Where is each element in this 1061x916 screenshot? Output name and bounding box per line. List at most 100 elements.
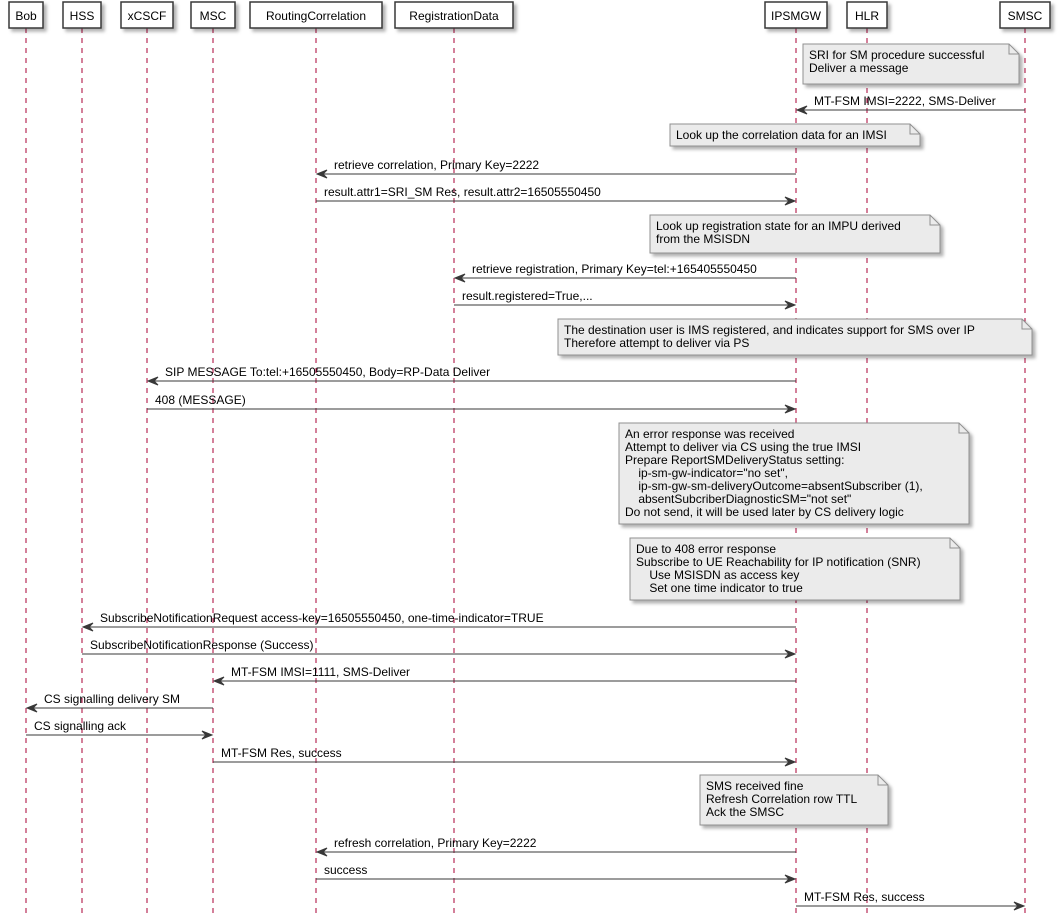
message: result.attr1=SRI_SM Res, result.attr2=16… (316, 185, 797, 206)
participant-label: SMSC (1008, 9, 1043, 23)
note-box (618, 422, 970, 525)
participant-bob: Bob (8, 1, 44, 29)
participant-hlr: HLR (846, 1, 888, 29)
note-line: An error response was received (625, 427, 794, 441)
message: SubscribeNotificationRequest access-key=… (81, 611, 796, 632)
participant-label: Bob (15, 9, 37, 23)
note-fold (1008, 44, 1019, 55)
note-box (669, 123, 921, 147)
participant-smsc: SMSC (999, 1, 1051, 29)
message-label: CS signalling delivery SM (44, 692, 180, 706)
note-line: ip-sm-gw-sm-deliveryOutcome=absentSubscr… (625, 479, 923, 493)
message: CS signalling ack (26, 719, 214, 740)
message-label: SubscribeNotificationResponse (Success) (90, 638, 313, 652)
arrow-head (81, 622, 94, 632)
participant-box (8, 1, 44, 29)
participant-label: RoutingCorrelation (266, 9, 366, 23)
arrow-head (1013, 901, 1026, 911)
message-label: result.registered=True,... (462, 289, 593, 303)
message-label: retrieve registration, Primary Key=tel:+… (472, 262, 757, 276)
note-fold (1021, 319, 1032, 330)
participant-hss: HSS (62, 1, 102, 29)
message: retrieve correlation, Primary Key=2222 (315, 158, 796, 179)
participant-box (394, 1, 514, 29)
note-fold (909, 124, 920, 135)
message: result.registered=True,... (454, 289, 797, 310)
participant-label: IPSMGW (771, 9, 822, 23)
participant-ipsmgw: IPSMGW (764, 1, 828, 29)
message-label: MT-FSM Res, success (804, 890, 925, 904)
note-box (699, 774, 889, 826)
message: refresh correlation, Primary Key=2222 (315, 836, 796, 857)
message-label: SubscribeNotificationRequest access-key=… (100, 611, 544, 625)
message-label: MT-FSM IMSI=2222, SMS-Deliver (814, 94, 996, 108)
message-label: refresh correlation, Primary Key=2222 (334, 836, 537, 850)
note-fold (877, 775, 888, 786)
participant-box (62, 1, 102, 29)
arrow-head (784, 196, 797, 206)
message-label: SIP MESSAGE To:tel:+16505550450, Body=RP… (165, 365, 490, 379)
note-box (802, 43, 1020, 85)
participant-label: xCSCF (128, 9, 167, 23)
participant-xcscf: xCSCF (120, 1, 174, 29)
participant-label: MSC (200, 9, 227, 23)
message: retrieve registration, Primary Key=tel:+… (453, 262, 796, 283)
note-line: Do not send, it will be used later by CS… (625, 505, 904, 519)
message: MT-FSM Res, success (213, 746, 797, 767)
note-box (649, 214, 941, 254)
arrow-head (453, 273, 466, 283)
arrow-head (25, 703, 38, 713)
message: MT-FSM IMSI=1111, SMS-Deliver (212, 665, 796, 686)
message: SubscribeNotificationResponse (Success) (82, 638, 797, 659)
note-fold (949, 538, 960, 549)
note-line: Prepare ReportSMDeliveryStatus setting: (625, 453, 844, 467)
arrow-head (795, 105, 808, 115)
message-label: MT-FSM Res, success (221, 746, 342, 760)
note-line: Deliver a message (809, 61, 909, 75)
note-line: Look up registration state for an IMPU d… (656, 219, 901, 233)
note: Look up the correlation data for an IMSI (669, 123, 921, 147)
message: success (316, 863, 797, 884)
arrow-head (201, 730, 214, 740)
participant-label: HLR (855, 9, 879, 23)
note-line: Use MSISDN as access key (636, 568, 799, 582)
note-box (629, 537, 961, 601)
message: MT-FSM IMSI=2222, SMS-Deliver (795, 94, 1025, 115)
message-label: CS signalling ack (34, 719, 127, 733)
note-line: SMS received fine (706, 779, 804, 793)
arrow-head (315, 169, 328, 179)
note-line: Look up the correlation data for an IMSI (676, 128, 887, 142)
arrow-head (212, 676, 225, 686)
message: CS signalling delivery SM (25, 692, 213, 713)
note-line: absentSubcriberDiagnosticSM="not set" (625, 492, 851, 506)
message: 408 (MESSAGE) (147, 393, 797, 414)
arrow-head (784, 649, 797, 659)
participant-box (764, 1, 828, 29)
note-line: Attempt to deliver via CS using the true… (625, 440, 861, 454)
participant-rc: RoutingCorrelation (249, 1, 383, 29)
note-line: Ack the SMSC (706, 805, 784, 819)
participant-rd: RegistrationData (394, 1, 514, 29)
arrow-head (784, 874, 797, 884)
note: The destination user is IMS registered, … (557, 318, 1033, 356)
participant-box (846, 1, 888, 29)
note: Look up registration state for an IMPU d… (649, 214, 941, 254)
arrow-head (784, 300, 797, 310)
arrow-head (784, 404, 797, 414)
note-fold (929, 215, 940, 226)
message-label: success (324, 863, 367, 877)
note-line: Due to 408 error response (636, 542, 776, 556)
note-line: SRI for SM procedure successful (809, 48, 984, 62)
message-label: 408 (MESSAGE) (155, 393, 246, 407)
participant-box (999, 1, 1051, 29)
participant-label: RegistrationData (409, 9, 499, 23)
note-line: ip-sm-gw-indicator="no set", (625, 466, 788, 480)
note-line: from the MSISDN (656, 232, 750, 246)
participant-box (120, 1, 174, 29)
participant-box (190, 1, 236, 29)
